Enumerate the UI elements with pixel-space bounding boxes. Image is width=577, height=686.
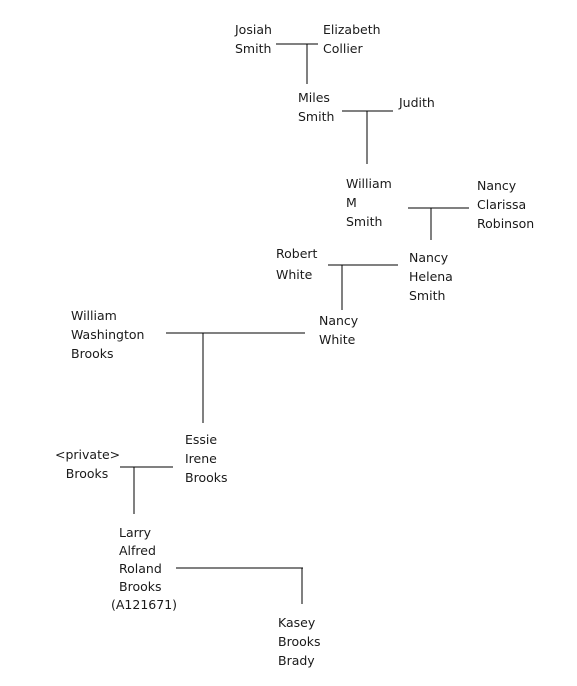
- person-nancy-clarissa-robinson: Nancy Clarissa Robinson: [477, 176, 534, 233]
- name-line: White: [319, 332, 356, 347]
- name-line: Clarissa: [477, 197, 527, 212]
- name-line: Smith: [346, 214, 383, 229]
- name-line: Robinson: [477, 216, 535, 231]
- name-line: Collier: [323, 41, 363, 56]
- person-kasey-brooks-brady: Kasey Brooks Brady: [278, 613, 321, 670]
- name-line: (A121671): [111, 597, 178, 612]
- name-line: Essie: [185, 432, 218, 447]
- name-line: Brooks: [65, 466, 109, 481]
- name-line: Kasey: [278, 615, 316, 630]
- person-josiah-smith: Josiah Smith: [235, 20, 272, 58]
- name-line: Irene: [185, 451, 217, 466]
- name-line: Brooks: [185, 470, 228, 485]
- person-judith: Judith: [399, 93, 435, 112]
- person-william-m-smith: William M Smith: [346, 174, 392, 231]
- person-private-brooks: <private> Brooks: [55, 445, 121, 483]
- name-line: Miles: [298, 90, 330, 105]
- name-line: Nancy: [477, 178, 517, 193]
- name-line: <private>: [55, 447, 121, 462]
- person-william-washington-brooks: William Washington Brooks: [71, 306, 144, 363]
- person-nancy-white: Nancy White: [319, 311, 358, 349]
- name-line: White: [276, 267, 313, 282]
- name-line: Brooks: [119, 579, 162, 594]
- name-line: Nancy: [409, 250, 449, 265]
- name-line: Smith: [235, 41, 272, 56]
- name-line: Nancy: [319, 313, 359, 328]
- person-elizabeth-collier: Elizabeth Collier: [323, 20, 381, 58]
- name-line: Larry: [119, 525, 152, 540]
- name-line: Elizabeth: [323, 22, 381, 37]
- person-nancy-helena-smith: Nancy Helena Smith: [409, 248, 453, 305]
- person-robert-white: Robert White: [276, 244, 317, 286]
- name-line: Smith: [409, 288, 446, 303]
- name-line: Brady: [278, 653, 315, 668]
- person-essie-irene-brooks: Essie Irene Brooks: [185, 430, 228, 487]
- name-line: William: [71, 308, 117, 323]
- person-miles-smith: Miles Smith: [298, 88, 334, 126]
- name-line: Washington: [71, 327, 145, 342]
- name-line: Helena: [409, 269, 453, 284]
- name-line: Robert: [276, 246, 318, 261]
- name-line: Brooks: [278, 634, 321, 649]
- name-line: Smith: [298, 109, 335, 124]
- name-line: Alfred: [119, 543, 156, 558]
- name-line: William: [346, 176, 392, 191]
- name-line: Judith: [399, 95, 435, 110]
- name-line: Brooks: [71, 346, 114, 361]
- person-larry-alfred-roland-brooks: Larry Alfred Roland Brooks (A121671): [111, 524, 177, 614]
- name-line: Josiah: [235, 22, 272, 37]
- name-line: M: [346, 195, 357, 210]
- name-line: Roland: [119, 561, 162, 576]
